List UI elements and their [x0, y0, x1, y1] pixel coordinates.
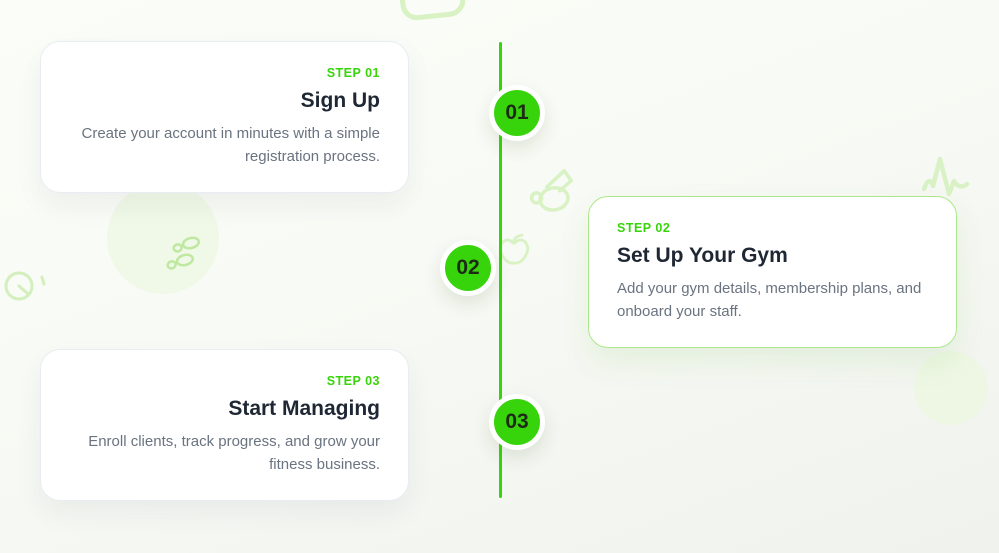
stopwatch-doodle-icon: [4, 271, 46, 301]
step-label: STEP 03: [326, 374, 380, 388]
pale-circle-decoration: [107, 182, 219, 294]
step-node-1: 01: [489, 85, 545, 141]
step-title: Start Managing: [228, 397, 380, 420]
speech-bubble-doodle-icon: [398, 0, 466, 21]
footprints-doodle-icon: [166, 236, 200, 270]
pale-circle-decoration: [914, 351, 988, 425]
step-node-3: 03: [489, 394, 545, 450]
step-description: Enroll clients, track progress, and grow…: [88, 433, 380, 473]
step-label: STEP 02: [617, 221, 671, 235]
step-label: STEP 01: [326, 66, 380, 80]
step-title: Set Up Your Gym: [617, 244, 788, 267]
step-number: 01: [505, 101, 529, 124]
step-number: 02: [456, 256, 480, 279]
timeline-line: [499, 42, 502, 498]
step-card-1: STEP 01 Sign Up Create your account in m…: [40, 41, 409, 193]
apple-doodle-icon: [498, 233, 530, 265]
step-card-2: STEP 02 Set Up Your Gym Add your gym det…: [588, 196, 957, 348]
whistle-doodle-icon: [529, 168, 573, 212]
step-card-3: STEP 03 Start Managing Enroll clients, t…: [40, 349, 409, 501]
step-title: Sign Up: [300, 89, 380, 112]
step-description: Add your gym details, membership plans, …: [617, 280, 922, 320]
step-description: Create your account in minutes with a si…: [81, 125, 380, 165]
heartbeat-doodle-icon: [921, 156, 970, 197]
step-number: 03: [505, 410, 529, 433]
step-node-2: 02: [440, 240, 496, 296]
